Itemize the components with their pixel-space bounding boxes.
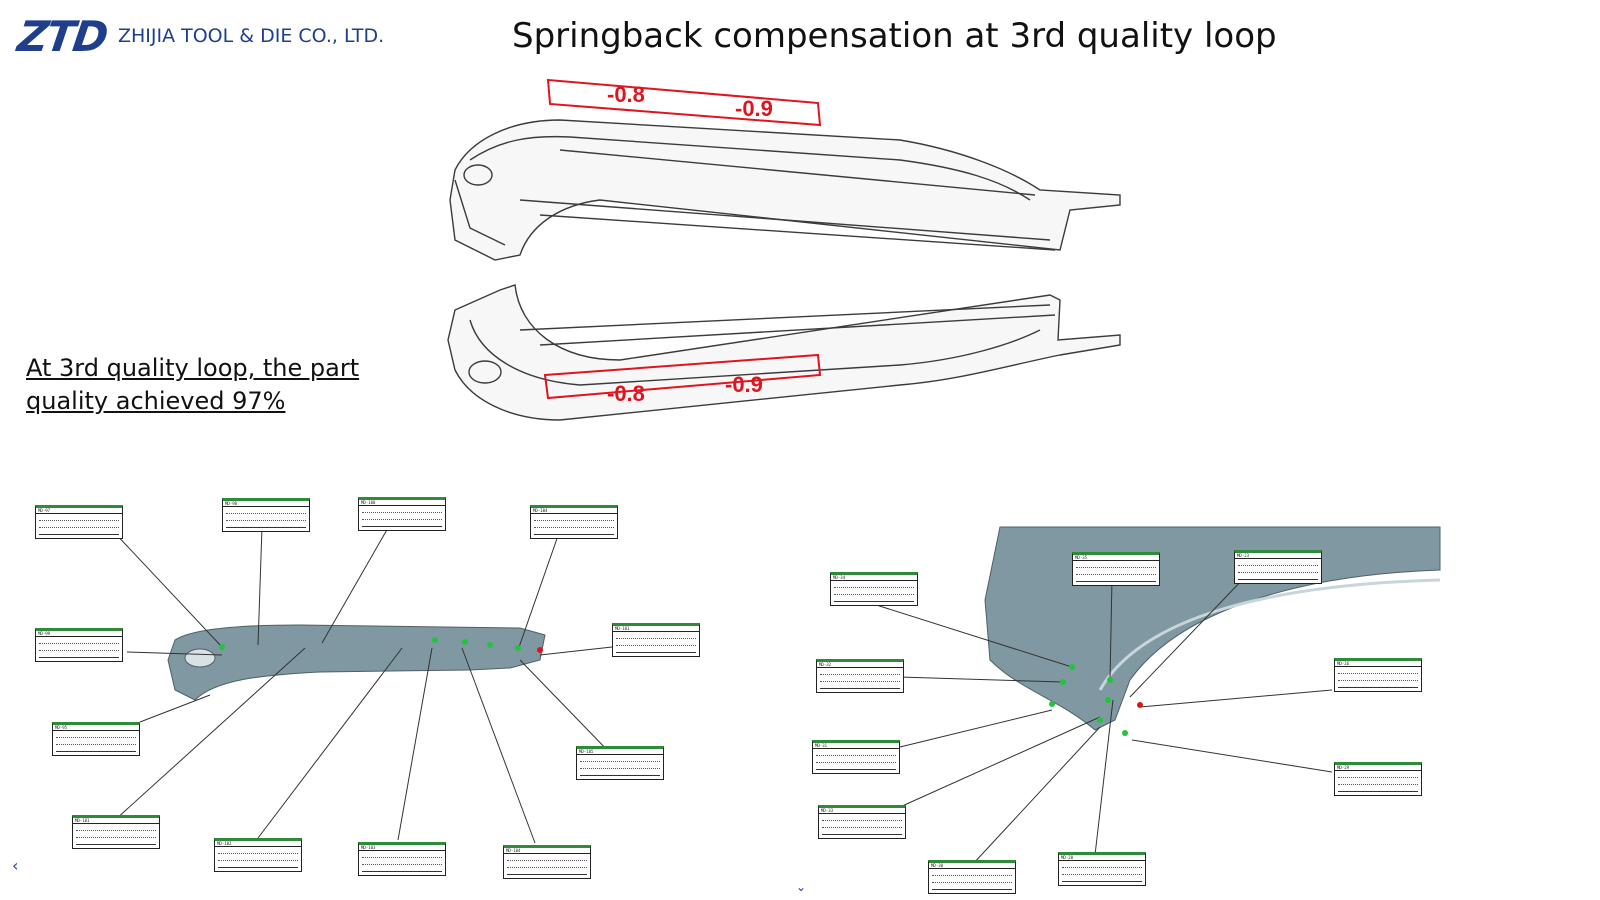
measure-box-id: MD-32: [817, 662, 903, 668]
measure-box-id: MD-34: [831, 575, 917, 581]
slide-title: Springback compensation at 3rd quality l…: [512, 16, 1277, 56]
springback-zone-bottom: [543, 353, 822, 400]
measure-box-id: MD-103: [359, 845, 445, 851]
company-logo: ZTD ZHIJIA TOOL & DIE CO., LTD.: [15, 12, 385, 61]
leader-lines-left: [111, 520, 613, 844]
company-name: ZHIJIA TOOL & DIE CO., LTD.: [117, 25, 385, 47]
measure-box-id: MD-99: [36, 631, 122, 637]
chevron-down-icon[interactable]: ⌄: [796, 880, 807, 894]
measure-box-id: MD-97: [36, 508, 122, 514]
measure-dots-right: [1049, 664, 1143, 736]
springback-label-bottom-2: -0.9: [725, 372, 763, 397]
springback-label-bottom-1: -0.8: [607, 381, 645, 406]
measure-box: MD-31: [812, 740, 900, 774]
cmm-part-right: [984, 526, 1441, 731]
measure-dots-left: [219, 637, 543, 653]
measure-box-id: MD-28: [1059, 855, 1145, 861]
measure-box-id: MD-31: [813, 743, 899, 749]
measure-box: MD-104: [530, 505, 618, 539]
measure-box-id: MD-104: [504, 848, 590, 854]
springback-zone-top: [546, 78, 822, 127]
measure-box: MD-23: [1234, 550, 1322, 584]
measure-box-id: MD-29: [1335, 765, 1421, 771]
measure-box-id: MD-100: [359, 500, 445, 506]
part-top-view: [449, 119, 1121, 261]
measure-box-id: MD-30: [929, 863, 1015, 869]
measure-box-id: MD-95: [53, 725, 139, 731]
quality-note: At 3rd quality loop, the part quality ac…: [26, 354, 360, 415]
measure-box: MD-32: [816, 659, 904, 693]
leader-lines-right: [869, 576, 1333, 866]
measure-box: MD-30: [928, 860, 1016, 894]
part-bottom-view: [447, 284, 1121, 421]
measure-box: MD-29: [1334, 762, 1422, 796]
measure-box: MD-100: [358, 497, 446, 531]
measure-box: MD-103: [358, 842, 446, 876]
measure-box: MD-33: [818, 805, 906, 839]
measure-box-id: MD-102: [215, 841, 301, 847]
measure-box: MD-105: [576, 746, 664, 780]
measure-box: MD-28: [1058, 852, 1146, 886]
chevron-left-icon[interactable]: ‹: [12, 856, 19, 875]
measure-box-id: MD-105: [577, 749, 663, 755]
measure-box: MD-101: [72, 815, 160, 849]
measure-box-id: MD-26: [1335, 661, 1421, 667]
measure-box: MD-101: [612, 623, 700, 657]
measure-box-id: MD-104: [531, 508, 617, 514]
measure-box-id: MD-101: [73, 818, 159, 824]
measure-box: MD-98: [222, 498, 310, 532]
measure-box-id: MD-23: [1235, 553, 1321, 559]
measure-box: MD-104: [503, 845, 591, 879]
measure-box-id: MD-98: [223, 501, 309, 507]
measure-box-id: MD-101: [613, 626, 699, 632]
measure-box: MD-35: [1072, 552, 1160, 586]
measure-box-id: MD-33: [819, 808, 905, 814]
measure-box: MD-102: [214, 838, 302, 872]
measure-box: MD-26: [1334, 658, 1422, 692]
measure-box-id: MD-35: [1073, 555, 1159, 561]
measure-box: MD-95: [52, 722, 140, 756]
springback-label-top-2: -0.9: [735, 96, 773, 121]
springback-label-top-1: -0.8: [607, 82, 645, 107]
cmm-part-left: [167, 624, 546, 701]
measure-box: MD-34: [830, 572, 918, 606]
measure-box: MD-97: [35, 505, 123, 539]
measure-box: MD-99: [35, 628, 123, 662]
